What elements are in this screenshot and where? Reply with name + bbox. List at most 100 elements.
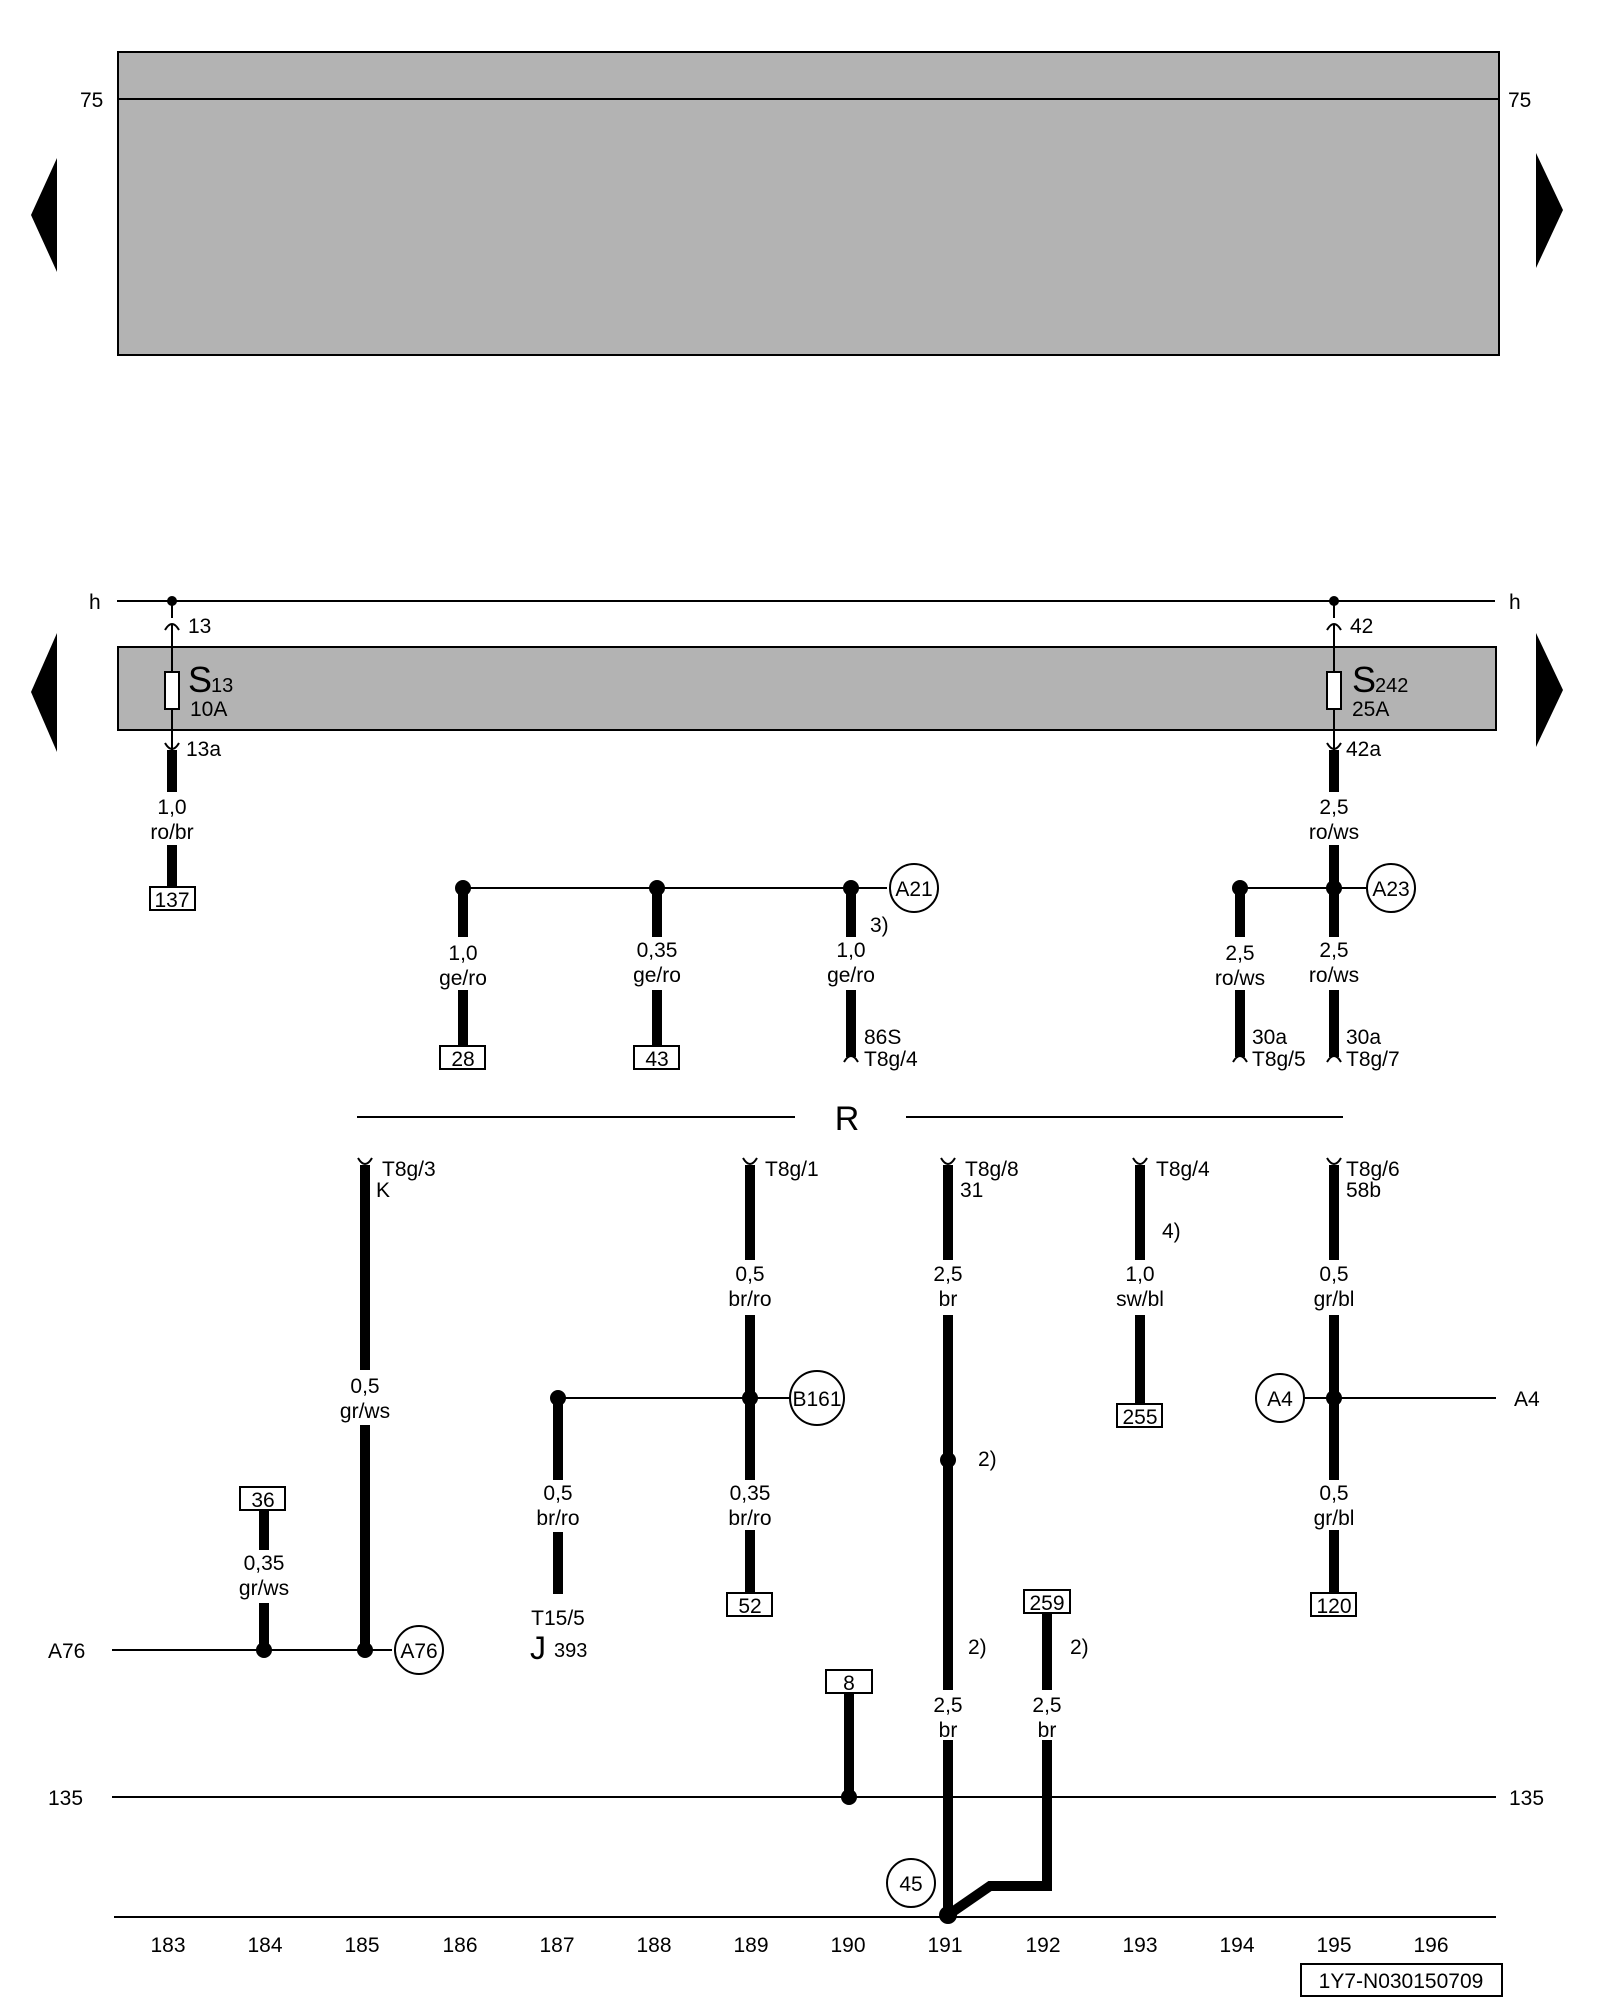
junction-label: A76 (400, 1640, 437, 1663)
ref-box-255[interactable] (1116, 1403, 1163, 1428)
junction-a21[interactable] (889, 863, 939, 913)
bus-label-75-right: 75 (1508, 89, 1531, 112)
drawing-id-box (1300, 1963, 1503, 1997)
wire-color: gr/bl (1314, 1288, 1355, 1311)
ref-box-28[interactable] (439, 1045, 486, 1070)
pin-label: 86S (864, 1026, 901, 1049)
column-number: 185 (344, 1934, 379, 1957)
pin-label: T8g/8 (965, 1158, 1019, 1181)
footnote-2: 2) (968, 1636, 987, 1659)
wire-gauge: 2,5 (1319, 796, 1348, 819)
pin-label: T8g/5 (1252, 1048, 1306, 1071)
column-number: 196 (1413, 1934, 1448, 1957)
junction-a23[interactable] (1366, 863, 1416, 913)
fuse-s13-rating: 10A (190, 698, 227, 721)
fuse-s13-out-pin: 13a (186, 738, 221, 761)
wire-color: ge/ro (633, 964, 681, 987)
pin-label: 30a (1346, 1026, 1381, 1049)
relay-label: R (835, 1100, 860, 1138)
bus-label-h-right: h (1509, 591, 1521, 614)
junction-a4[interactable] (1255, 1373, 1305, 1423)
drawing-id: 1Y7-N030150709 (1319, 1970, 1484, 1993)
column-number: 183 (150, 1934, 185, 1957)
wire-color: ro/br (150, 821, 193, 844)
column-number: 189 (733, 1934, 768, 1957)
wire-color: sw/bl (1116, 1288, 1164, 1311)
bus-label-75-left: 75 (80, 89, 103, 112)
pin-label: 58b (1346, 1179, 1381, 1202)
ground-label: 45 (899, 1873, 922, 1896)
ref-box-120[interactable] (1310, 1592, 1357, 1617)
pin-label: T8g/6 (1346, 1158, 1400, 1181)
fuse-s242-out-pin: 42a (1346, 738, 1381, 761)
column-number: 193 (1122, 1934, 1157, 1957)
page-prev-arrow-icon[interactable] (31, 633, 57, 752)
page-prev-arrow-icon[interactable] (31, 158, 57, 272)
ref-box-label: 43 (645, 1048, 668, 1071)
footnote-2: 2) (978, 1448, 997, 1471)
bus-label-a76-left: A76 (48, 1640, 85, 1663)
column-number: 188 (636, 1934, 671, 1957)
footnote-3: 3) (870, 914, 889, 937)
wire-color: ro/ws (1215, 967, 1265, 990)
wire-gauge: 0,5 (1319, 1482, 1348, 1505)
bus-label-h-left: h (89, 591, 101, 614)
fuse-s242-rating: 25A (1352, 698, 1389, 721)
ref-box-137[interactable] (149, 886, 196, 911)
bus-label-135-left: 135 (48, 1787, 83, 1810)
wire-gauge: 1,0 (157, 796, 186, 819)
fuse-s242-in-pin: 42 (1350, 615, 1373, 638)
column-number: 190 (830, 1934, 865, 1957)
wire-gauge: 2,5 (933, 1263, 962, 1286)
fuse-s13[interactable]: 13 S 13 10A 13a (164, 596, 233, 761)
junction-a76[interactable] (394, 1625, 444, 1675)
wire-gauge: 1,0 (1125, 1263, 1154, 1286)
bus-label-135-right: 135 (1509, 1787, 1544, 1810)
fuse-band (117, 646, 1497, 731)
wire-color: br (939, 1719, 958, 1742)
junction-b161[interactable] (789, 1370, 845, 1426)
pin-label: T8g/3 (382, 1158, 436, 1181)
fuse-s242-number: 242 (1375, 675, 1408, 697)
column-number: 192 (1025, 1934, 1060, 1957)
column-number: 195 (1316, 1934, 1351, 1957)
wire-color: br (1038, 1719, 1057, 1742)
top-fuse-band (117, 51, 1500, 356)
pin-label: T8g/4 (1156, 1158, 1210, 1181)
fuse-s13-in-pin: 13 (188, 615, 211, 638)
ref-box-label: 137 (154, 889, 189, 912)
wire-gauge: 1,0 (448, 942, 477, 965)
fuse-s242[interactable]: 42 S 242 25A 42a (1326, 596, 1408, 761)
pin-label: K (376, 1179, 390, 1202)
ref-box-label: 8 (843, 1672, 855, 1695)
ref-box-label: 28 (451, 1048, 474, 1071)
wire-color: ge/ro (827, 964, 875, 987)
pin-label: T8g/7 (1346, 1048, 1400, 1071)
page-next-arrow-icon[interactable] (1536, 153, 1563, 268)
pin-label: T8g/4 (864, 1048, 918, 1071)
ground-point-45[interactable] (886, 1858, 936, 1908)
wire-color: br/ro (536, 1507, 579, 1530)
wire-color: ge/ro (439, 967, 487, 990)
wire-gauge: 0,5 (1319, 1263, 1348, 1286)
pin-label: 30a (1252, 1026, 1287, 1049)
wire-gauge: 0,35 (730, 1482, 771, 1505)
page-next-arrow-icon[interactable] (1536, 633, 1563, 747)
wire-gauge: 2,5 (933, 1694, 962, 1717)
fuse-s13-letter: S (188, 659, 212, 700)
column-number: 191 (927, 1934, 962, 1957)
pin-label: T8g/1 (765, 1158, 819, 1181)
junction-label: B161 (792, 1388, 841, 1411)
footnote-4: 4) (1162, 1220, 1181, 1243)
wire-gauge: 0,5 (735, 1263, 764, 1286)
ref-box-52[interactable] (726, 1592, 773, 1617)
wire-gauge: 0,35 (637, 939, 678, 962)
wire-gauge: 0,5 (543, 1482, 572, 1505)
ref-box-label: 52 (738, 1595, 761, 1618)
column-numbers: 183 184 185 186 187 188 189 190 191 192 … (150, 1934, 1448, 1957)
ref-box-43[interactable] (633, 1045, 680, 1070)
junction-label: A23 (1372, 878, 1409, 901)
wire-gauge: 0,35 (244, 1552, 285, 1575)
fuse-s242-letter: S (1352, 659, 1376, 700)
